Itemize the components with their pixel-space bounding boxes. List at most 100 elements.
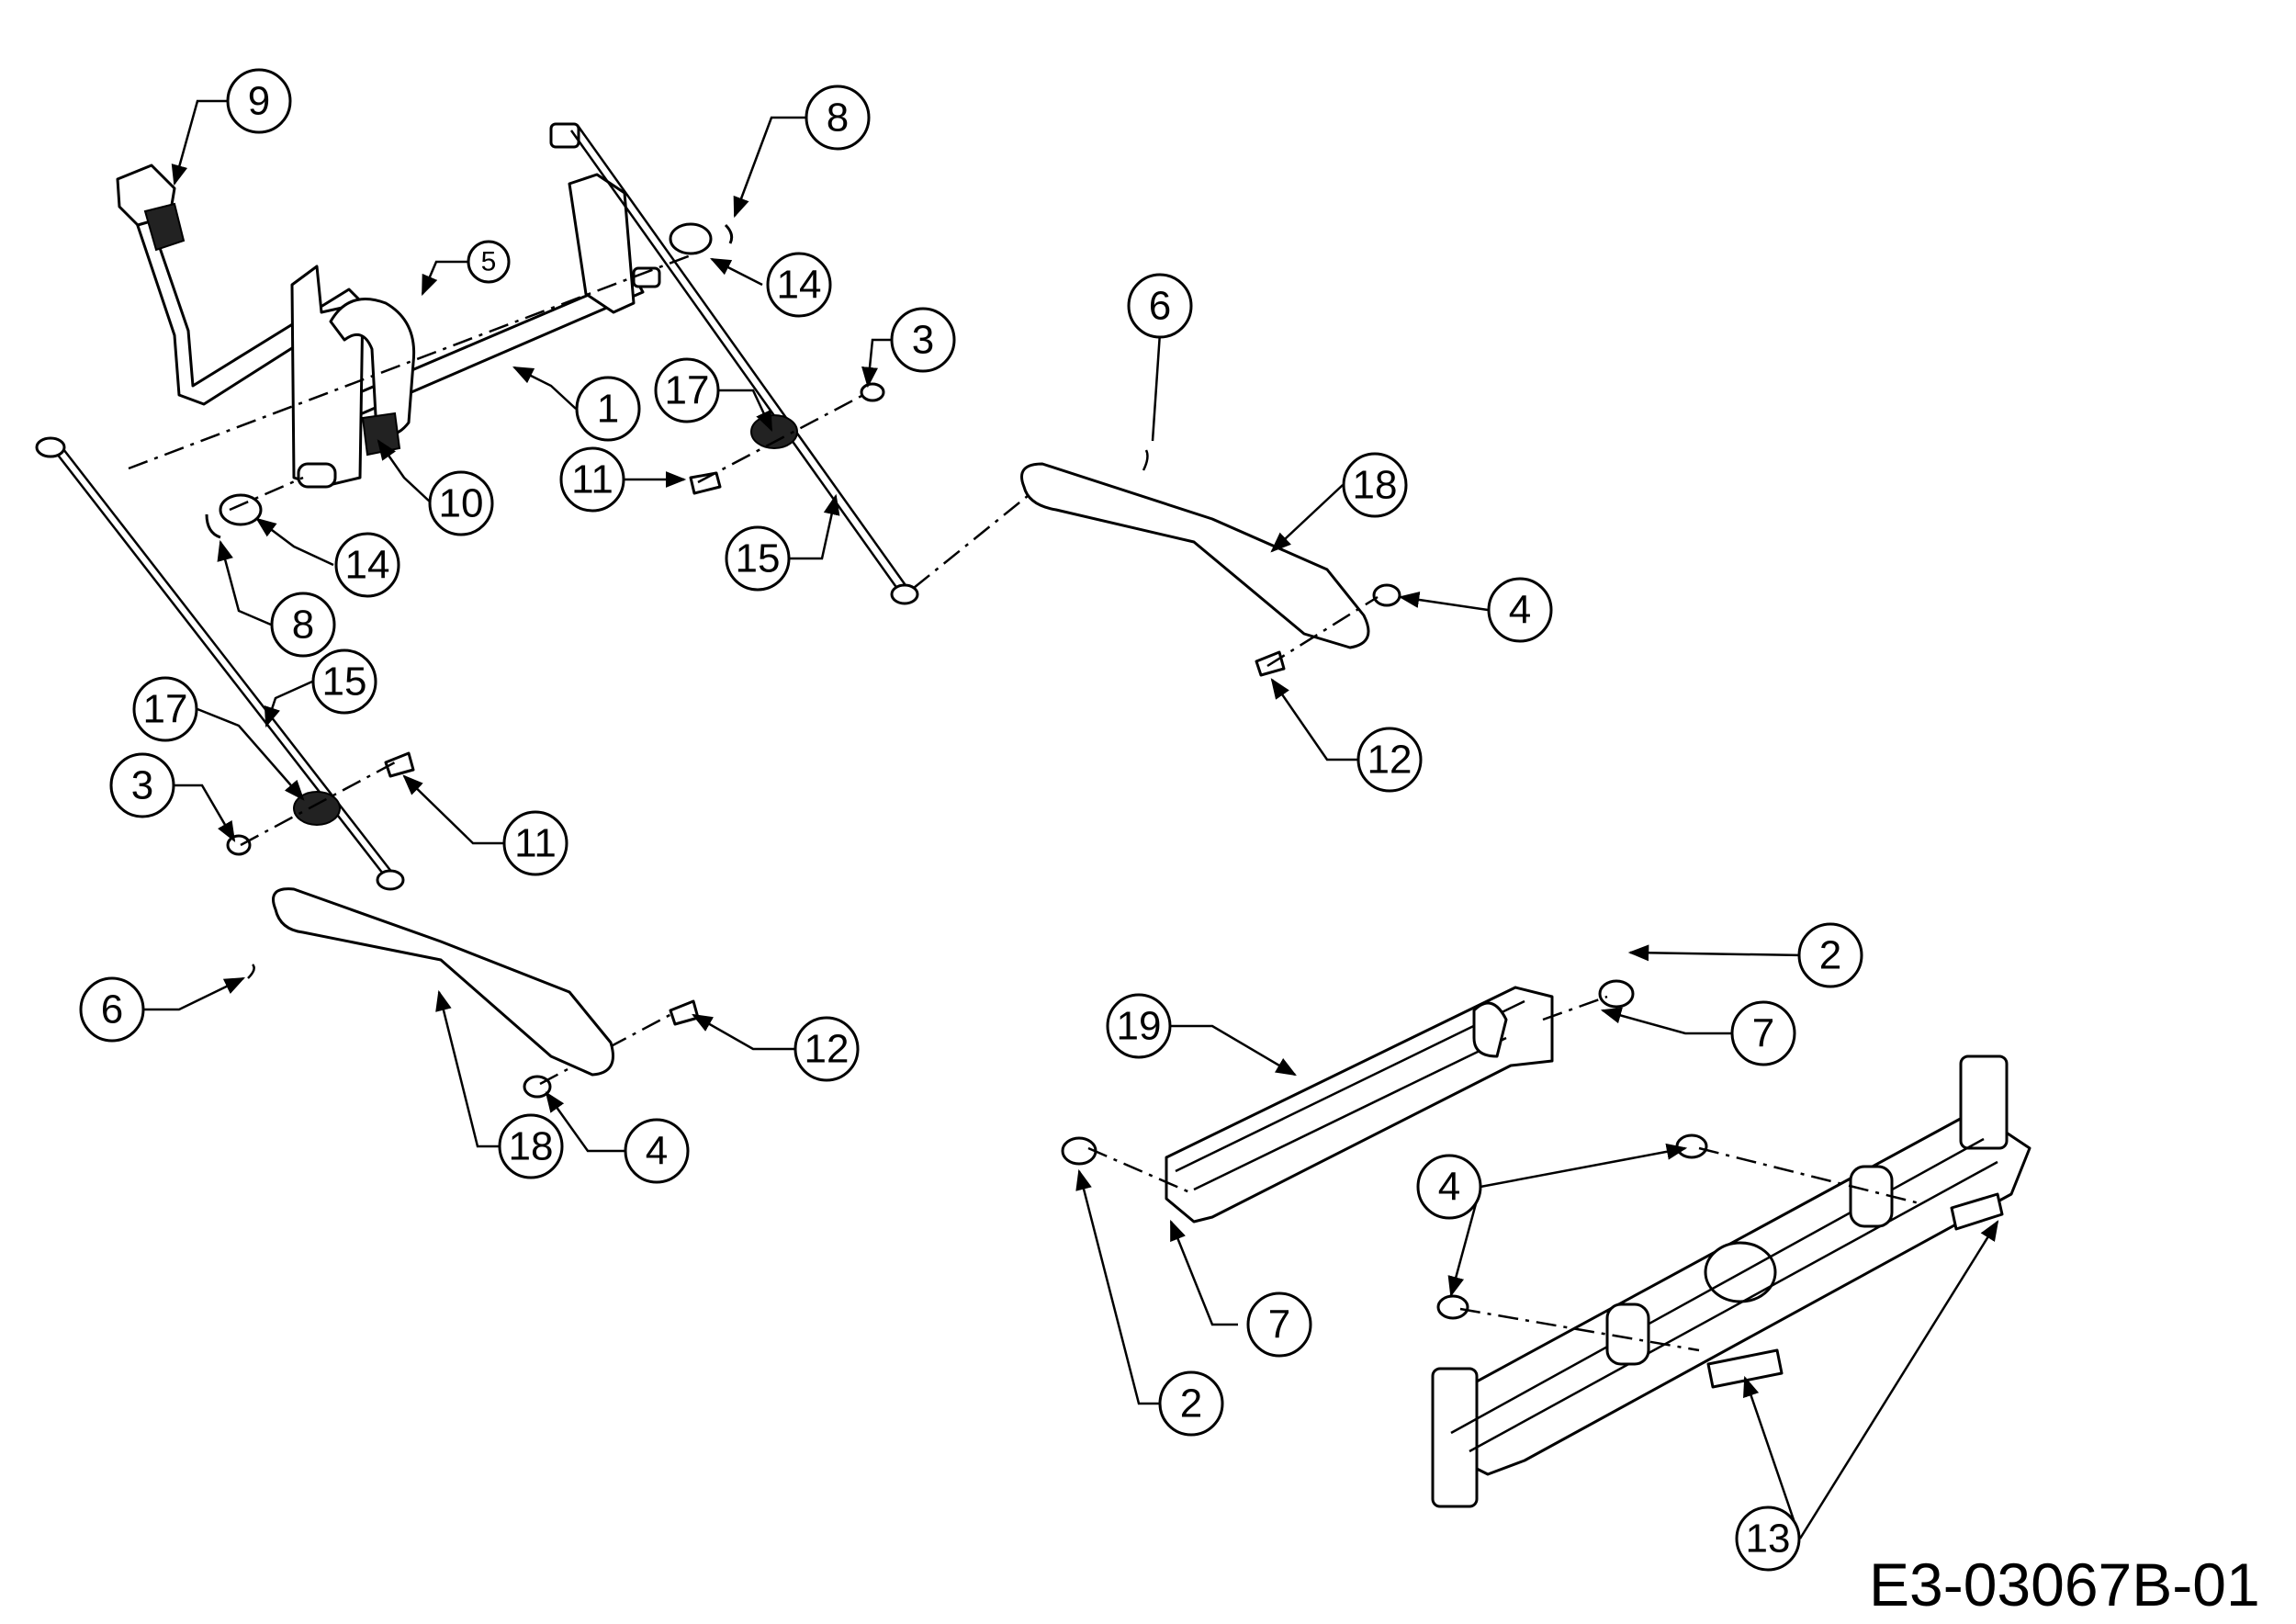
callout-circle [132, 676, 198, 742]
callout-number: 7 [1268, 1303, 1290, 1348]
callout-circle [1797, 922, 1863, 988]
callout-number: 12 [805, 1027, 850, 1072]
callout-7: 7 [1246, 1291, 1312, 1358]
callout-circle [1106, 993, 1172, 1059]
grip-spring [143, 202, 186, 252]
callout-8: 8 [270, 592, 336, 658]
callout-number: 4 [1509, 588, 1531, 633]
callout-circle [1356, 727, 1423, 793]
assembly-axis [128, 251, 699, 470]
callout-circle [654, 357, 720, 423]
callout-17: 17 [132, 676, 198, 742]
callout-number: 19 [1117, 1004, 1162, 1049]
callout-3: 3 [109, 752, 175, 818]
callout-18: 18 [1342, 452, 1408, 518]
left-lift-arm [272, 887, 614, 1077]
callout-circle [1158, 1370, 1224, 1437]
callout-15: 15 [725, 525, 791, 592]
callout-number: 13 [1746, 1517, 1791, 1562]
callout-number: 2 [1180, 1382, 1202, 1427]
callout-number: 17 [665, 368, 710, 413]
upper-hardware [205, 222, 885, 539]
callout-number: 11 [571, 457, 613, 502]
callout-circle [334, 532, 400, 598]
callout-circle [1342, 452, 1408, 518]
callout-6: 6 [1127, 273, 1193, 339]
callout-15: 15 [311, 648, 377, 715]
callout-3: 3 [890, 307, 956, 373]
right-bracket-arm [568, 173, 636, 314]
callout-number: 6 [101, 987, 123, 1032]
callout-circle [1127, 273, 1193, 339]
callout-circle [109, 752, 175, 818]
hanger-bracket [1061, 979, 1635, 1224]
callout-circle [575, 376, 641, 442]
callout-number: 1 [597, 387, 619, 432]
callout-6: 6 [79, 976, 145, 1043]
callout-4: 4 [624, 1118, 690, 1184]
callout-2: 2 [1797, 922, 1863, 988]
callout-12: 12 [793, 1016, 860, 1082]
right-link-rod [569, 126, 919, 605]
callout-number: 14 [345, 543, 390, 588]
coil-spring [361, 412, 401, 457]
callout-4: 4 [1487, 577, 1553, 643]
callout-18: 18 [498, 1113, 564, 1179]
callout-number: 15 [322, 660, 367, 705]
leader-lines [144, 99, 1999, 1539]
callout-circle [559, 446, 625, 513]
callout-12: 12 [1356, 727, 1423, 793]
callout-circle [1246, 1291, 1312, 1358]
callout-circle [793, 1016, 860, 1082]
top-pin [549, 122, 580, 149]
callout-circle [1735, 1506, 1801, 1572]
callout-number: 12 [1367, 738, 1412, 783]
callout-9: 9 [226, 68, 292, 134]
pivot-loop [329, 298, 416, 436]
lift-handle [125, 182, 365, 406]
callout-11: 11 [559, 446, 625, 513]
callout-number: 18 [509, 1124, 554, 1169]
callout-number: 6 [1149, 284, 1171, 329]
callout-circle [890, 307, 956, 373]
callout-number: 17 [143, 687, 188, 732]
callout-circle [805, 85, 871, 151]
callout-circle [1487, 577, 1553, 643]
callout-number: 8 [827, 96, 849, 141]
callout-circle [498, 1113, 564, 1179]
callout-19: 19 [1106, 993, 1172, 1059]
callout-circle [226, 68, 292, 134]
callout-number: 3 [912, 318, 934, 363]
lift-lever-assembly [116, 122, 699, 489]
callout-number: 14 [777, 263, 822, 308]
lower-left-hardware [226, 751, 700, 1099]
callout-14: 14 [766, 252, 832, 318]
right-lift-arm [1020, 462, 1370, 649]
callout-circle [467, 240, 511, 284]
callout-2: 2 [1158, 1370, 1224, 1437]
callout-number: 3 [131, 763, 153, 808]
callout-14: 14 [334, 532, 400, 598]
callout-circle [502, 810, 568, 876]
callout-circle [1730, 1000, 1796, 1066]
drawing-code: E3-03067B-01 [1869, 1551, 2260, 1618]
callout-number: 4 [1438, 1165, 1460, 1210]
callout-4: 4 [1416, 1154, 1482, 1220]
callout-circle [311, 648, 377, 715]
callout-circle [428, 470, 494, 536]
callout-circle [270, 592, 336, 658]
callout-7: 7 [1730, 1000, 1796, 1066]
callout-circle [766, 252, 832, 318]
callout-number: 2 [1819, 933, 1841, 978]
callout-8: 8 [805, 85, 871, 151]
callout-17: 17 [654, 357, 720, 423]
callout-number: 9 [248, 79, 270, 124]
callout-circle [725, 525, 791, 592]
callout-number: 4 [646, 1129, 668, 1174]
callout-number: 11 [514, 821, 557, 866]
callout-number: 7 [1752, 1011, 1774, 1056]
callout-number: 18 [1353, 463, 1398, 508]
callout-10: 10 [428, 470, 494, 536]
callout-circle [79, 976, 145, 1043]
